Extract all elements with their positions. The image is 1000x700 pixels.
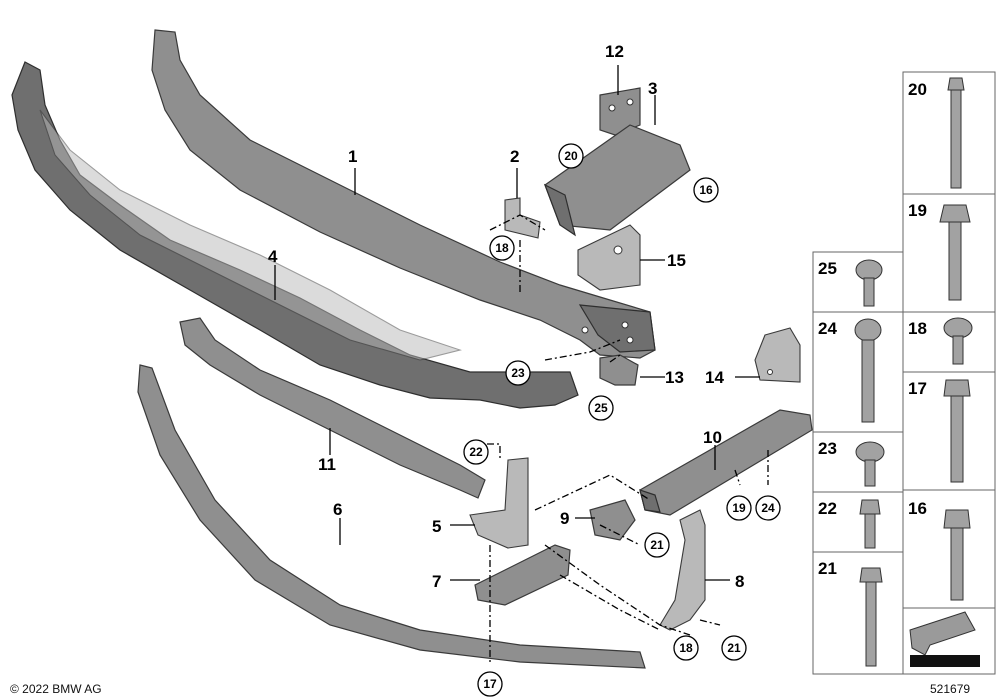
reference-lines <box>487 214 769 665</box>
fastener-label-21: 21 <box>818 559 837 578</box>
fastener-legend: 20 19 25 18 24 17 23 16 22 21 <box>812 71 996 675</box>
callout-7: 7 <box>432 572 441 591</box>
circled-ref-19: 19 <box>732 501 746 515</box>
callout-labels: 1 2 3 4 5 6 7 8 9 10 11 12 13 14 15 <box>268 42 744 591</box>
bracket-7 <box>474 544 571 606</box>
bolt-22-icon <box>859 499 881 549</box>
circled-ref-20: 20 <box>564 149 578 163</box>
circled-ref-22: 22 <box>469 445 483 459</box>
diagram-id-text: 521679 <box>930 682 970 696</box>
bolt-17-icon <box>943 379 971 483</box>
bolt-24-icon <box>854 318 882 423</box>
leader-lines <box>274 65 760 581</box>
circled-ref-18b: 18 <box>679 641 693 655</box>
circled-ref-24: 24 <box>761 501 775 515</box>
clip-13 <box>599 354 639 386</box>
bolt-19-icon <box>939 204 971 301</box>
fastener-label-16: 16 <box>908 499 927 518</box>
bolt-16-icon <box>943 509 971 601</box>
callout-3: 3 <box>648 79 657 98</box>
callout-14: 14 <box>705 368 724 387</box>
bracket-8 <box>659 509 706 631</box>
bolt-18-icon <box>943 317 973 365</box>
bracket-5 <box>469 457 529 549</box>
bolt-23-icon <box>855 441 885 487</box>
callout-13: 13 <box>665 368 684 387</box>
fastener-label-17: 17 <box>908 379 927 398</box>
callout-1: 1 <box>348 147 357 166</box>
circled-ref-23: 23 <box>511 366 525 380</box>
fastener-label-18: 18 <box>908 319 927 338</box>
circled-ref-18: 18 <box>495 241 509 255</box>
circled-ref-17: 17 <box>483 677 497 691</box>
circled-ref-25: 25 <box>594 401 608 415</box>
circled-refs: 20 16 18 23 25 22 19 24 21 18 21 17 <box>463 143 781 697</box>
lower-trim-strip <box>179 317 486 499</box>
callout-12: 12 <box>605 42 624 61</box>
direction-arrow-icon <box>909 611 980 667</box>
impact-absorber <box>11 61 579 409</box>
bolt-25-icon <box>855 259 883 307</box>
callout-5: 5 <box>432 517 441 536</box>
bracket-2 <box>504 197 541 239</box>
callout-4: 4 <box>268 247 278 266</box>
fastener-label-23: 23 <box>818 439 837 458</box>
circled-ref-21: 21 <box>650 538 664 552</box>
crash-box-upper <box>543 124 691 237</box>
callout-2: 2 <box>510 147 519 166</box>
fastener-label-25: 25 <box>818 259 837 278</box>
callout-10: 10 <box>703 428 722 447</box>
crash-box-lower <box>639 409 813 516</box>
bracket-14 <box>754 327 801 383</box>
callout-8: 8 <box>735 572 744 591</box>
circled-ref-16: 16 <box>699 183 713 197</box>
fastener-label-22: 22 <box>818 499 837 518</box>
callout-9: 9 <box>560 509 569 528</box>
bracket-15 <box>577 224 641 291</box>
callout-11: 11 <box>318 455 336 474</box>
bumper-carrier-beam <box>151 29 656 359</box>
fastener-label-20: 20 <box>908 80 927 99</box>
fastener-label-19: 19 <box>908 201 927 220</box>
bolt-21-icon <box>859 567 883 667</box>
callout-6: 6 <box>333 500 342 519</box>
curved-strip <box>137 364 646 669</box>
copyright-text: © 2022 BMW AG <box>10 682 102 696</box>
circled-ref-21b: 21 <box>727 641 741 655</box>
fastener-label-24: 24 <box>818 319 837 338</box>
block-9 <box>589 499 636 541</box>
callout-15: 15 <box>667 251 686 270</box>
bolt-20-icon <box>947 77 965 189</box>
